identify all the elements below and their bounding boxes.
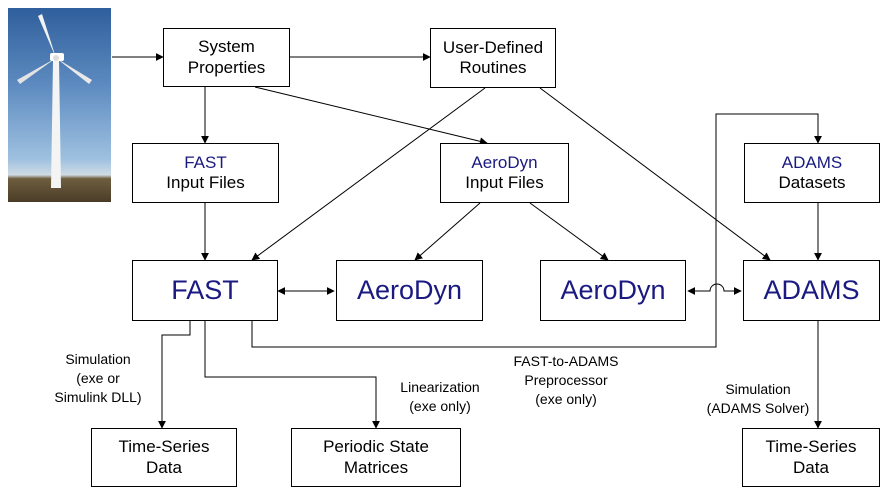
- simulation-right-line2: (ADAMS Solver): [706, 399, 810, 416]
- user-defined-routines-line2: Routines: [459, 58, 527, 77]
- arrow-fast-to-time-series-left: [158, 321, 191, 429]
- arrow-aerodyn-input-to-aerodyn-left: [414, 202, 481, 261]
- wind-turbine-icon: [17, 14, 92, 188]
- aerodyn-input-files-line2: Input Files: [465, 173, 544, 192]
- system-properties-box: System Properties: [163, 28, 290, 87]
- time-series-right-line2: Data: [793, 457, 829, 477]
- user-defined-routines-line1: User-Defined: [442, 37, 544, 57]
- preprocessor-line1: FAST-to-ADAMS: [513, 353, 619, 369]
- time-series-left-box: Time-Series Data: [91, 428, 237, 487]
- arrow-aerodyn-input-to-aerodyn-right: [529, 202, 609, 261]
- arrow-system-to-aerodyn-input: [254, 86, 488, 146]
- simulation-right-line1: Simulation: [725, 381, 791, 397]
- preprocessor-line2: Preprocessor: [524, 371, 608, 388]
- adams-label: ADAMS: [763, 275, 860, 306]
- periodic-state-matrices-box: Periodic State Matrices: [291, 428, 461, 487]
- aerodyn-input-files-box: AeroDyn Input Files: [440, 143, 569, 203]
- arrow-aerodyn-adams-bidirectional: [687, 283, 742, 295]
- linearization-note: Linearization (exe only): [380, 378, 500, 416]
- adams-datasets-line1: ADAMS: [781, 152, 843, 172]
- time-series-right-box: Time-Series Data: [742, 428, 880, 487]
- wind-turbine-photo: [8, 8, 111, 202]
- system-properties-line1: System: [198, 37, 255, 57]
- arrow-routines-to-adams: [539, 87, 771, 261]
- time-series-right-line1: Time-Series: [765, 437, 857, 457]
- simulation-right-note: Simulation (ADAMS Solver): [690, 380, 826, 418]
- aerodyn-right-box: AeroDyn: [540, 260, 686, 321]
- system-properties-line2: Properties: [187, 57, 266, 77]
- aerodyn-left-box: AeroDyn: [336, 260, 483, 321]
- time-series-left-line2: Data: [146, 457, 182, 477]
- simulation-left-line2: (exe or: [76, 369, 120, 386]
- adams-datasets-box: ADAMS Datasets: [744, 143, 880, 203]
- simulation-left-note: Simulation (exe or Simulink DLL): [40, 350, 156, 407]
- aerodyn-left-label: AeroDyn: [356, 275, 463, 306]
- periodic-state-matrices-line1: Periodic State: [323, 437, 429, 457]
- time-series-left-line1: Time-Series: [118, 437, 210, 457]
- fast-input-files-line2: Input Files: [166, 173, 245, 192]
- preprocessor-line3: (exe only): [535, 390, 597, 407]
- adams-datasets-line2: Datasets: [778, 173, 846, 192]
- fast-box: FAST: [132, 260, 278, 321]
- adams-box: ADAMS: [743, 260, 880, 321]
- aerodyn-right-label: AeroDyn: [560, 275, 666, 306]
- fast-input-files-box: FAST Input Files: [132, 143, 279, 203]
- linearization-line2: (exe only): [409, 397, 471, 414]
- aerodyn-input-files-line1: AeroDyn: [471, 152, 538, 172]
- arrow-fast-to-adams-datasets-preprocessor: [251, 113, 822, 348]
- user-defined-routines-box: User-Defined Routines: [430, 28, 556, 88]
- linearization-line1: Linearization: [400, 379, 480, 395]
- simulation-left-line3: Simulink DLL): [54, 388, 142, 405]
- preprocessor-note: FAST-to-ADAMS Preprocessor (exe only): [496, 352, 636, 409]
- arrow-fast-to-periodic-matrices: [204, 321, 380, 429]
- fast-label: FAST: [171, 275, 239, 306]
- periodic-state-matrices-line2: Matrices: [343, 457, 409, 477]
- simulation-left-line1: Simulation: [65, 351, 131, 367]
- arrow-routines-to-fast: [251, 87, 486, 261]
- fast-input-files-line1: FAST: [184, 152, 227, 172]
